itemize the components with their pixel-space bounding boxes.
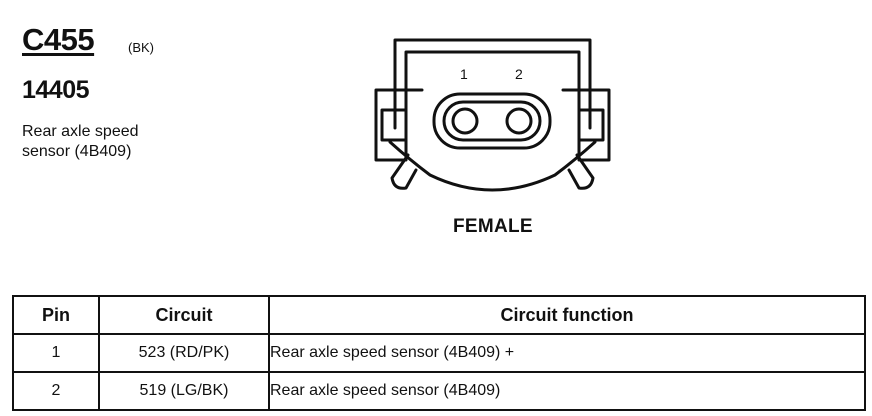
pin-label-2: 2 bbox=[515, 66, 523, 82]
function-cell: Rear axle speed sensor (4B409) + bbox=[268, 333, 866, 373]
terminal-housing bbox=[432, 92, 552, 150]
right-tab bbox=[567, 153, 595, 190]
connector-diagram: 1 2 bbox=[374, 38, 611, 192]
view-label: FEMALE bbox=[453, 216, 533, 237]
connector-inner-frame bbox=[404, 50, 581, 130]
circuit-cell: 523 (RD/PK) bbox=[98, 333, 270, 373]
pin-label-1: 1 bbox=[460, 66, 468, 82]
pin-cell: 2 bbox=[12, 371, 100, 411]
header-pin: Pin bbox=[12, 295, 100, 335]
header-circuit: Circuit bbox=[98, 295, 270, 335]
connector-color: (BK) bbox=[128, 40, 154, 55]
table-row: 2 519 (LG/BK) Rear axle speed sensor (4B… bbox=[12, 371, 866, 411]
connector-id: C455 bbox=[22, 22, 95, 57]
circuit-cell: 519 (LG/BK) bbox=[98, 371, 270, 411]
function-cell: Rear axle speed sensor (4B409) bbox=[268, 371, 866, 411]
right-latch bbox=[577, 88, 611, 162]
connector-body bbox=[388, 140, 597, 192]
component-description: Rear axle speed sensor (4B409) bbox=[22, 122, 222, 162]
part-number: 14405 bbox=[22, 76, 90, 104]
description-line-2: sensor (4B409) bbox=[22, 143, 132, 160]
pin-1-terminal bbox=[451, 107, 479, 135]
description-line-1: Rear axle speed bbox=[22, 123, 139, 140]
pinout-table: Pin Circuit Circuit function 1 523 (RD/P… bbox=[12, 295, 866, 411]
header-circuit-function: Circuit function bbox=[268, 295, 866, 335]
connector-outer-frame bbox=[393, 38, 592, 130]
table-header-row: Pin Circuit Circuit function bbox=[12, 295, 866, 335]
table-row: 1 523 (RD/PK) Rear axle speed sensor (4B… bbox=[12, 333, 866, 373]
pin-cell: 1 bbox=[12, 333, 100, 373]
left-tab bbox=[390, 153, 418, 190]
pin-2-terminal bbox=[505, 107, 533, 135]
